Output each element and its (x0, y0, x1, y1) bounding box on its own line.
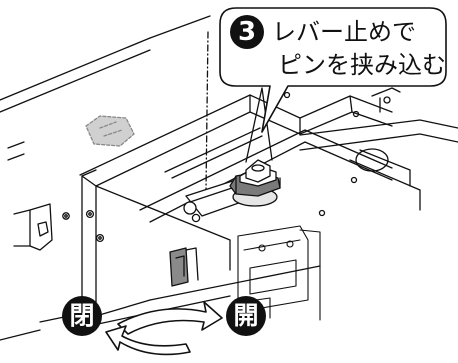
right-rail (299, 87, 458, 211)
callout-text-line1: レバー止めで (272, 18, 416, 46)
panel-latch (169, 247, 199, 287)
mounting-plate (283, 91, 389, 217)
background-panel-lines (0, 15, 211, 161)
open-direction-badge: 開 (226, 296, 266, 336)
upper-frame (79, 94, 393, 223)
rotation-arrows (105, 301, 223, 356)
hidden-part-outline (85, 115, 135, 147)
hidden-part-detail (99, 121, 123, 137)
close-direction-badge: 閉 (62, 296, 102, 336)
lever-stop-pin (229, 159, 281, 207)
callout-text-line2: ピンを挟み込む (278, 51, 446, 79)
guide-line (205, 31, 209, 191)
step-number-badge: 3 (230, 15, 264, 49)
step-callout: 3 レバー止めで ピンを挟み込む (218, 6, 446, 88)
lower-edge-lines (0, 265, 321, 341)
callout-bubble (219, 7, 447, 133)
left-bracket (13, 203, 70, 251)
